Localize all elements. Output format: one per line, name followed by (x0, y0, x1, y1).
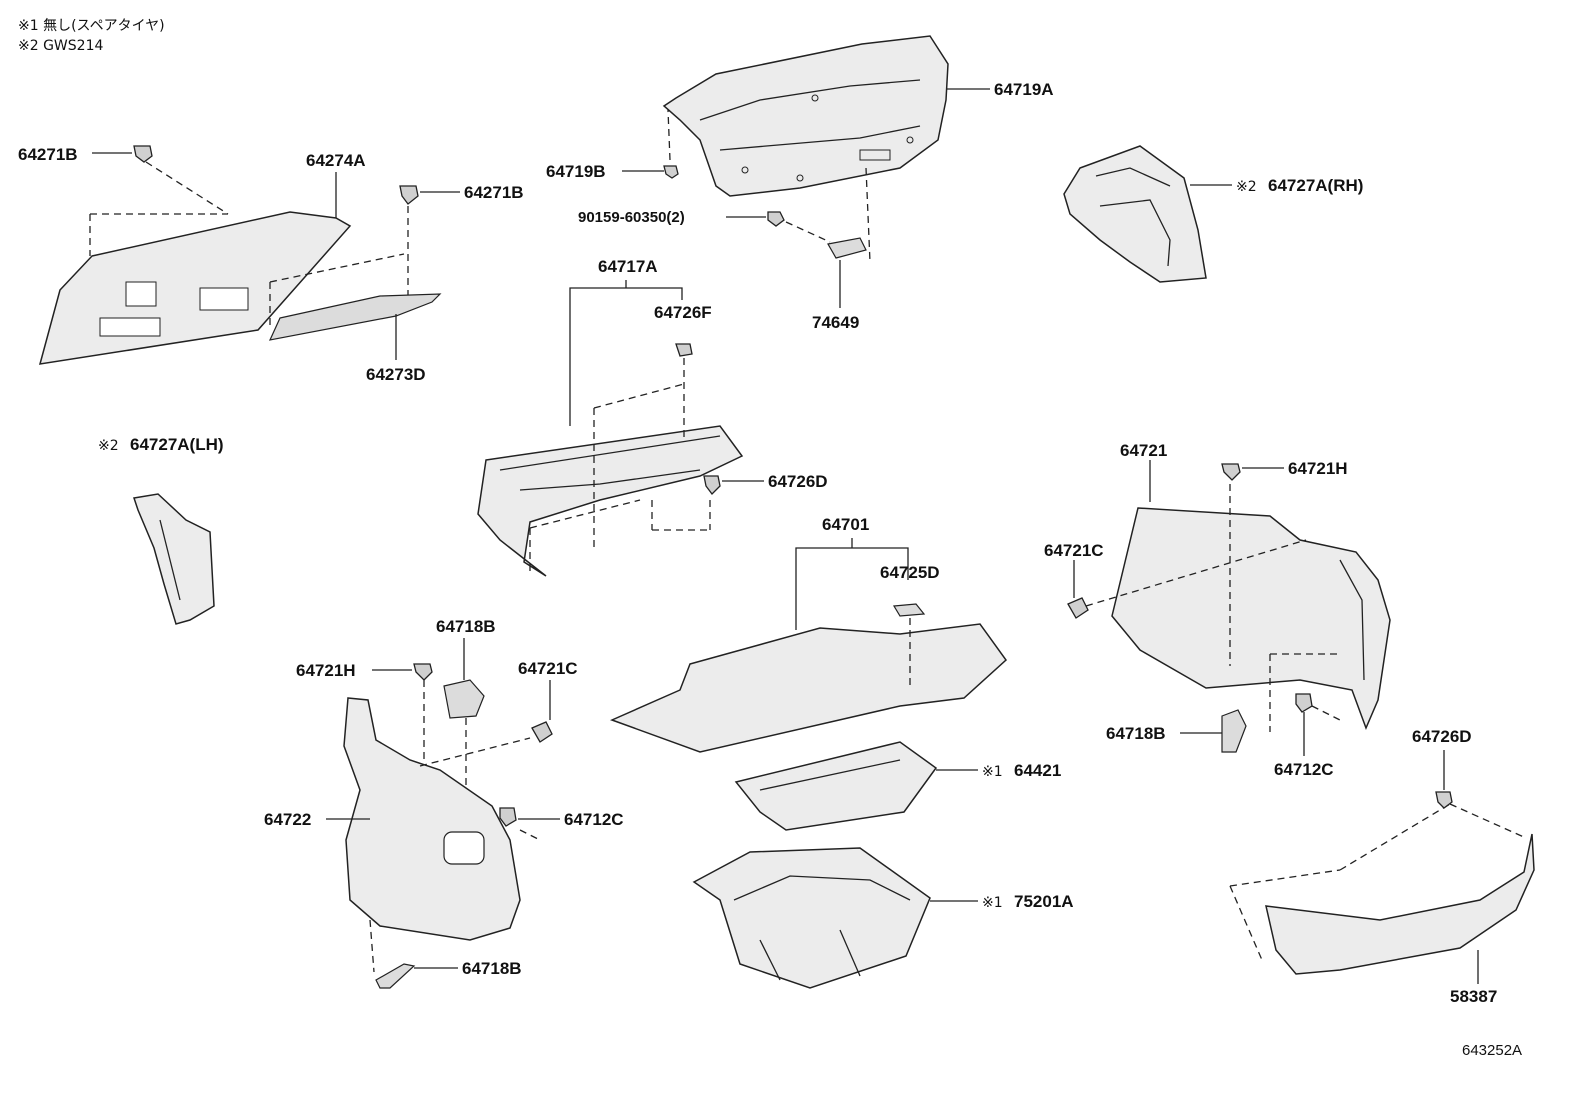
label-64712C-a: 64712C (1274, 760, 1334, 779)
clip-64721C-right (1067, 597, 1089, 619)
label-64273D: 64273D (366, 365, 426, 384)
note-2: ※2 GWS214 (18, 38, 104, 54)
mark-64727A-LH: ※2 (98, 438, 119, 454)
figure-number: 643252A (1462, 1042, 1523, 1059)
label-64701: 64701 (822, 515, 869, 534)
storage-box-75201A (692, 847, 931, 989)
label-75201A: 75201A (1014, 892, 1074, 911)
duct-64727A-LH (133, 493, 215, 625)
label-64718B-a: 64718B (1106, 724, 1166, 743)
label-90159: 90159-60350(2) (578, 209, 685, 226)
label-64726F: 64726F (654, 303, 712, 322)
label-64274A: 64274A (306, 151, 366, 170)
duct-64727A-RH (1063, 145, 1207, 283)
label-64727A-RH: 64727A(RH) (1268, 176, 1363, 195)
cap-64718B-bottom (375, 963, 416, 989)
mark-64421: ※1 (982, 764, 1003, 780)
clip-64271B-left (133, 145, 153, 163)
clip-64721C-left (531, 721, 553, 743)
label-64718B-c: 64718B (462, 959, 522, 978)
label-64725D: 64725D (880, 563, 940, 582)
grille-64718B-right (1221, 709, 1247, 753)
bracket-74649 (827, 167, 871, 263)
patch-64725D (892, 603, 926, 617)
label-64721H-a: 64721H (1288, 459, 1348, 478)
trunk-mat-64701 (609, 618, 1008, 753)
clip-64712C-right (1295, 693, 1313, 713)
trunk-lid-lining-part (662, 35, 949, 197)
rear-floor-tray-part (477, 383, 744, 577)
label-64717A: 64717A (598, 257, 658, 276)
quarter-trim-64722 (343, 680, 541, 973)
mark-75201A: ※1 (982, 895, 1003, 911)
note-1: ※1 無し(スペアタイヤ) (18, 18, 165, 34)
clip-64726F (675, 343, 693, 440)
label-64721H-b: 64721H (296, 661, 356, 680)
mark-64727A-RH: ※2 (1236, 179, 1257, 195)
scuff-plate-58387 (1229, 803, 1535, 975)
clip-64719B (663, 109, 679, 179)
grille-64718B-left-top (443, 679, 485, 719)
label-64718B-b: 64718B (436, 617, 496, 636)
label-74649: 74649 (812, 313, 859, 332)
clip-64726D-center (703, 475, 721, 495)
clip-64721H-left (413, 663, 433, 681)
label-64726D-a: 64726D (768, 472, 828, 491)
trim-strip-64273D (268, 253, 442, 341)
tray-64421 (734, 741, 938, 831)
label-64719B: 64719B (546, 162, 606, 181)
clip-64712C-left (499, 807, 517, 827)
label-64719A: 64719A (994, 80, 1054, 99)
label-64727A-LH: 64727A(LH) (130, 435, 224, 454)
clip-64271B-right (399, 185, 419, 298)
label-64421: 64421 (1014, 761, 1061, 780)
label-64721C-a: 64721C (1044, 541, 1104, 560)
label-64726D-b: 64726D (1412, 727, 1472, 746)
clip-64726D-right (1435, 791, 1453, 809)
label-64271B-a: 64271B (18, 145, 78, 164)
leader-64701 (795, 547, 909, 630)
package-tray-trim-part (38, 161, 352, 365)
label-58387: 58387 (1450, 987, 1497, 1006)
clip-64721H-right (1221, 463, 1241, 481)
label-64722: 64722 (264, 810, 311, 829)
label-64712C-b: 64712C (564, 810, 624, 829)
label-64721C-b: 64721C (518, 659, 578, 678)
bolt-90159 (767, 211, 831, 243)
label-64721: 64721 (1120, 441, 1167, 460)
quarter-trim-64721 (1085, 484, 1391, 732)
label-64271B-b: 64271B (464, 183, 524, 202)
